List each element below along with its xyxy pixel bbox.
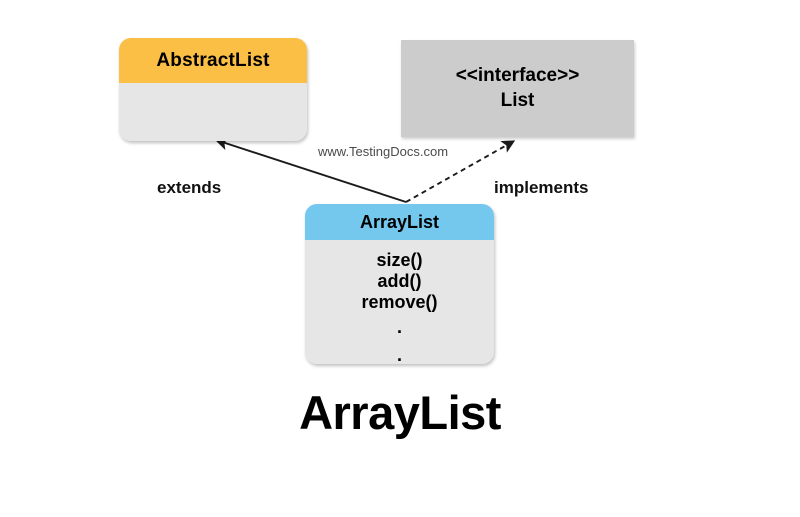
method-size: size() xyxy=(376,250,423,270)
diagram-caption: ArrayList xyxy=(299,386,501,439)
ellipsis-dot-1: . xyxy=(396,316,402,337)
method-add: add() xyxy=(377,271,422,292)
interface-box-list-stereotype: <<interface>> xyxy=(455,65,580,87)
ellipsis-dot-2: . xyxy=(396,344,402,364)
interface-box-list-title: List xyxy=(500,89,535,111)
method-remove: remove() xyxy=(361,292,438,313)
class-box-arraylist-title: ArrayList xyxy=(305,204,494,240)
interface-box-list[interactable]: <<interface>> List xyxy=(401,40,634,137)
watermark-text: www.TestingDocs.com xyxy=(318,144,449,159)
class-box-abstractlist[interactable]: AbstractList xyxy=(119,38,307,141)
interface-box-list-titleblock: <<interface>> List xyxy=(456,64,580,113)
class-box-abstractlist-members xyxy=(119,83,307,141)
relationship-label-extends: extends xyxy=(157,178,222,197)
class-box-arraylist[interactable]: ArrayList size() add() remove() . . xyxy=(305,204,494,364)
relationship-label-implements: implements xyxy=(494,178,589,197)
class-box-arraylist-members: size() add() remove() . . xyxy=(305,240,494,364)
class-box-abstractlist-title: AbstractList xyxy=(119,38,307,83)
